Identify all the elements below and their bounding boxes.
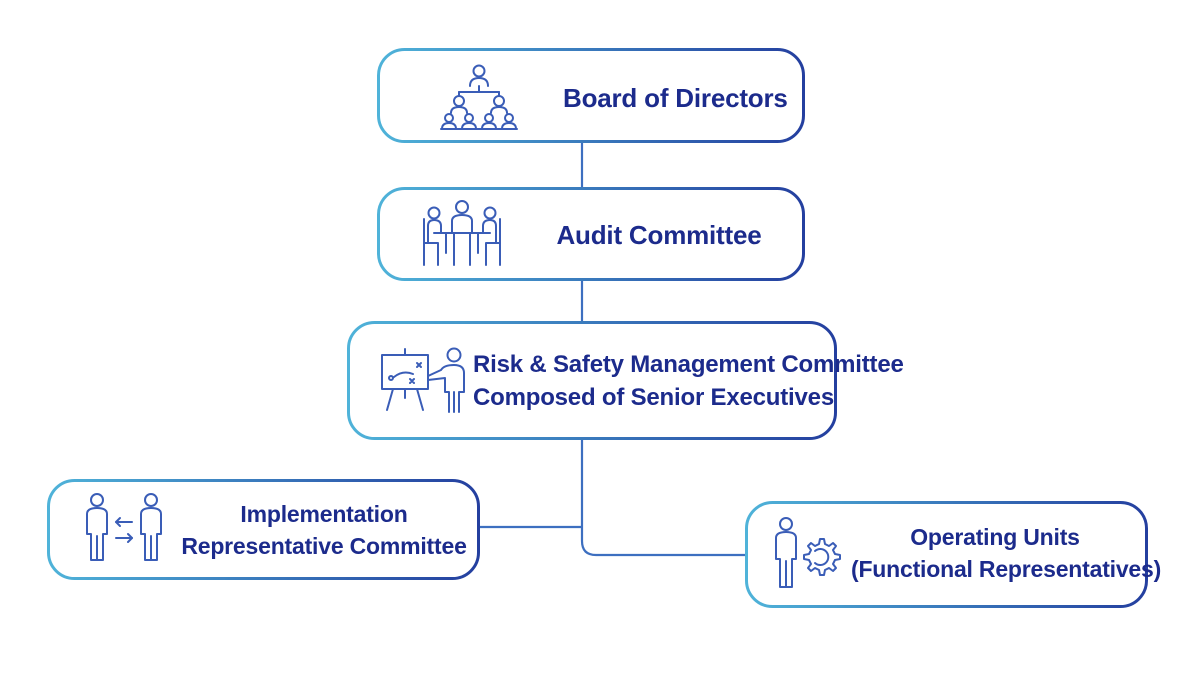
connector-to-operating <box>580 540 745 557</box>
node-audit-committee: Audit Committee <box>377 187 805 281</box>
implementation-committee-title: Implementation <box>240 501 408 527</box>
implementation-committee-text: Implementation Representative Committee <box>175 498 473 562</box>
risk-safety-committee-subtitle: Composed of Senior Executives <box>473 384 834 411</box>
node-board-of-directors: Board of Directors <box>377 48 805 143</box>
org-hierarchy-icon <box>440 64 518 130</box>
operating-units-title: Operating Units <box>910 524 1080 550</box>
node-risk-safety-committee: Risk & Safety Management Committee Compo… <box>347 321 904 440</box>
exchange-people-icon <box>86 493 162 561</box>
node-border <box>347 321 837 440</box>
person-gear-icon <box>775 517 841 588</box>
risk-safety-committee-title: Risk & Safety Management Committee <box>473 351 904 378</box>
operating-units-text: Operating Units (Functional Representati… <box>851 521 1162 585</box>
board-of-directors-title: Board of Directors <box>563 83 788 113</box>
node-border <box>745 501 1148 608</box>
meeting-table-icon <box>423 200 501 266</box>
node-operating-units: Operating Units (Functional Representati… <box>745 501 1162 608</box>
audit-committee-title: Audit Committee <box>556 220 762 250</box>
presentation-board-icon <box>381 347 465 413</box>
operating-units-subtitle: (Functional Representatives) <box>851 556 1162 582</box>
implementation-committee-subtitle: Representative Committee <box>181 533 467 559</box>
risk-safety-committee-text: Risk & Safety Management Committee Compo… <box>473 348 904 414</box>
node-implementation-committee: Implementation Representative Committee <box>47 479 480 580</box>
